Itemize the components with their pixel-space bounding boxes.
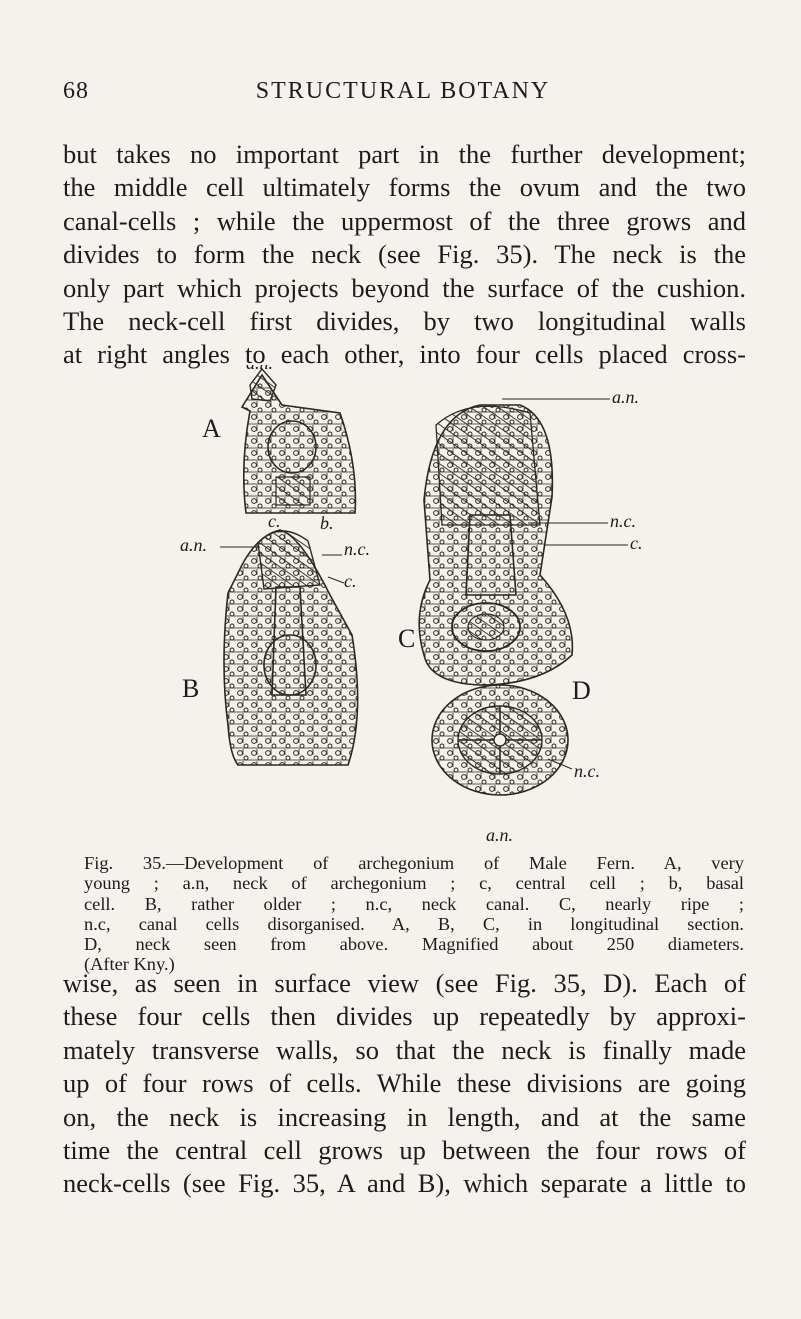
drawing-a [240, 367, 357, 514]
running-title: STRUCTURAL BOTANY [255, 78, 551, 104]
drawing-b [223, 529, 359, 766]
paragraph-bottom: wise, as seen in surface view (see Fig. … [63, 967, 746, 1201]
label-d: D [572, 676, 591, 705]
page-number: 68 [63, 78, 89, 104]
caption-line: (After Kny.) [84, 954, 175, 975]
text-line: divides to form the neck (see Fig. 35). … [63, 239, 746, 270]
text-line: these four cells then divides up repeate… [63, 1001, 746, 1032]
paragraph-top: but takes no important part in the furth… [63, 138, 746, 372]
caption-line: n.c, canal cells disorganised. A, B, C, … [84, 913, 744, 934]
label-an-b: a.n. [180, 535, 207, 555]
label-c-c: c. [630, 533, 643, 553]
figure-archegonium-illustration: a.n. A c. b. a.n. n.c. c. B a.n. n.c. c.… [180, 365, 740, 845]
label-nc-d: n.c. [574, 761, 600, 781]
drawing-c [418, 404, 574, 686]
text-line: but takes no important part in the furth… [63, 139, 746, 169]
text-line: The neck-cell first divides, by two long… [63, 306, 746, 337]
leader-lines [220, 398, 628, 770]
text-line: time the central cell grows up between t… [63, 1135, 746, 1166]
text-line: mately transverse walls, so that the nec… [63, 1034, 746, 1065]
text-line: neck-cells (see Fig. 35, A and B), which… [63, 1168, 746, 1199]
figure-caption: Fig. 35.—Development of archegonium of M… [84, 853, 744, 975]
label-c-b: c. [344, 571, 357, 591]
caption-line: Fig. 35.—Development of archegonium of M… [84, 853, 744, 873]
text-line: only part which projects beyond the surf… [63, 272, 746, 303]
label-b-a: b. [320, 513, 334, 533]
drawing-d [431, 684, 569, 796]
caption-line: D, neck seen from above. Magnified about… [84, 934, 744, 955]
caption-line: cell. B, rather older ; n.c, neck canal.… [84, 893, 744, 914]
page-header: 68 STRUCTURAL BOTANY [63, 78, 743, 118]
caption-line: young ; a.n, neck of archegonium ; c, ce… [84, 873, 744, 894]
text-line: at right angles to each other, into four… [63, 339, 746, 370]
text-line: canal-cells ; while the uppermost of the… [63, 205, 746, 236]
text-line: the middle cell ultimately forms the ovu… [63, 172, 746, 203]
label-nc-b: n.c. [344, 539, 370, 559]
label-b: B [182, 674, 199, 703]
text-line: on, the neck is increasing in length, an… [63, 1101, 746, 1132]
label-nc-c: n.c. [610, 511, 636, 531]
label-an-bottom: a.n. [486, 825, 513, 845]
label-c-a: c. [268, 511, 281, 531]
label-an-c: a.n. [612, 387, 639, 407]
text-line: up of four rows of cells. While these di… [63, 1068, 746, 1099]
label-a: A [202, 414, 221, 443]
archegonium-drawing: a.n. A c. b. a.n. n.c. c. B a.n. n.c. c.… [180, 365, 643, 845]
label-c: C [398, 624, 415, 653]
label-an-top: a.n. [246, 365, 273, 373]
text-line: wise, as seen in surface view (see Fig. … [63, 968, 746, 998]
